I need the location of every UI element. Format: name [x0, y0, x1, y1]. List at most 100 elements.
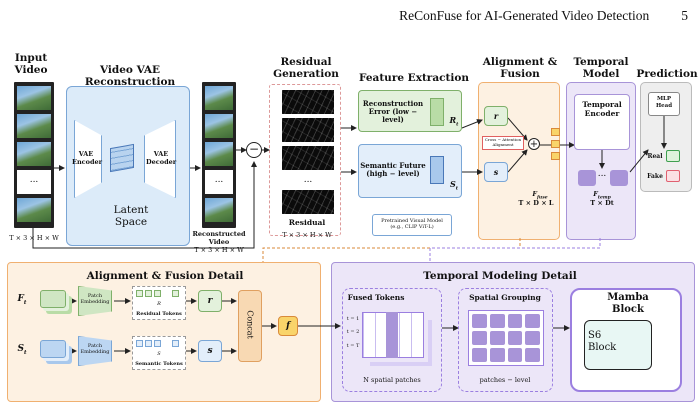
semantic-formula: S	[157, 351, 161, 357]
residual-token	[145, 290, 152, 297]
patch-cell	[472, 314, 487, 328]
residual-dims: T × 3 × H × W	[282, 231, 332, 239]
f-input-stack	[40, 290, 66, 308]
fusion-detail-title: Alignment & Fusion Detail	[86, 270, 244, 282]
pretrained-model-label: Pretrained Visual Model (e.g., CLIP ViT-…	[381, 218, 443, 230]
residual-token	[154, 290, 161, 297]
spatial-grouping-group	[458, 288, 553, 392]
s6-block	[584, 320, 652, 370]
recon-feature-block	[430, 98, 444, 126]
patch-cell	[507, 331, 523, 345]
patch-cell	[507, 314, 523, 328]
semantic-token	[172, 340, 179, 347]
semantic-token	[136, 340, 143, 347]
patch-cell	[525, 331, 540, 345]
video-frame	[17, 198, 51, 222]
temporal-feature-block	[610, 170, 628, 186]
fused-row-2: t = 2	[346, 329, 360, 335]
concat-box	[238, 290, 262, 362]
temporal-encoder-box	[574, 94, 630, 150]
semantic-tokens-label: Semantic Tokens	[135, 361, 183, 367]
video-frame	[205, 198, 233, 222]
video-frame	[205, 114, 233, 138]
filmstrip-ellipsis: ...	[205, 170, 233, 194]
spatial-group-grid	[468, 310, 544, 366]
mamba-block-label: Mamba Block	[607, 292, 649, 315]
video-frame	[205, 142, 233, 166]
fuse-token	[551, 128, 560, 136]
residual-frame	[282, 190, 334, 214]
mlp-head-box	[648, 92, 680, 116]
alignment-fusion-title: Alignment & Fusion	[482, 56, 558, 80]
add-node: +	[528, 138, 540, 150]
patch-cell	[489, 314, 505, 328]
semantic-feature-box	[358, 144, 462, 198]
patch-cell	[507, 348, 523, 362]
video-frame	[205, 86, 233, 110]
vae-title: Video VAE Reconstruction	[84, 64, 176, 88]
patch-embedding-bottom	[78, 336, 112, 366]
temporal-feature-block	[578, 170, 596, 186]
mlp-head-label: MLP Head	[655, 96, 673, 109]
residual-formula: R	[157, 301, 161, 307]
alignment-panel	[478, 82, 560, 240]
vae-decoder-label: VAE Decoder	[146, 150, 177, 166]
reconstruction-error-box	[358, 90, 462, 132]
semantic-feature-symbol: St	[449, 179, 459, 192]
video-frame	[17, 86, 51, 110]
s-token-box: s	[484, 162, 508, 182]
s6-block-label: S6 Block	[588, 330, 617, 353]
reconstruction-error-label: Reconstruction Error (low − level)	[362, 99, 424, 124]
residual-label: Residual	[288, 218, 326, 227]
residual-ellipsis: ...	[303, 175, 313, 185]
temporal-encoder-label: Temporal Encoder	[582, 100, 622, 118]
patch-cell	[525, 314, 540, 328]
cross-attention-box	[482, 136, 524, 150]
input-video-title: Input Video	[14, 52, 48, 76]
reconstructed-video-label: Reconstructed Video	[192, 230, 246, 246]
fused-tokens-group	[342, 288, 442, 392]
video-frame	[17, 142, 51, 166]
temporal-detail-title: Temporal Modeling Detail	[423, 270, 577, 282]
patch-embedding-top-label: Patch Embedding	[80, 293, 110, 305]
fused-tokens-label: Fused Tokens	[347, 293, 405, 302]
semantic-token	[145, 340, 152, 347]
temporal-ellipsis: ...	[597, 169, 607, 179]
patch-cell	[472, 348, 487, 362]
s-input-label: St	[17, 344, 27, 356]
r-token-box: r	[484, 106, 508, 126]
feature-extraction-title: Feature Extraction	[358, 72, 470, 84]
s-out-box: s	[198, 340, 222, 362]
s-input-stack	[40, 340, 66, 358]
input-video-dims: T × 3 × H × W	[9, 234, 59, 242]
r-out-box: r	[198, 290, 222, 312]
running-header: ReConFuse for AI-Generated Video Detecti…	[399, 8, 688, 24]
semantic-token	[154, 340, 161, 347]
vae-encoder-label: VAE Encoder	[72, 150, 103, 166]
fake-label: Fake	[647, 173, 663, 180]
recon-feature-symbol: Rt	[449, 115, 459, 128]
cross-attention-label: Cross − Attention Alignment	[484, 137, 522, 147]
fused-row-1: t = 1	[346, 316, 360, 322]
filmstrip-ellipsis: ...	[17, 170, 51, 194]
pretrained-model-box	[372, 214, 452, 236]
patch-embedding-bottom-label: Patch Embedding	[80, 343, 110, 355]
fusion-detail-panel	[7, 262, 321, 402]
fuse-token	[551, 152, 560, 160]
subtract-node: −	[246, 142, 262, 158]
running-title: ReConFuse for AI-Generated Video Detecti…	[399, 8, 650, 23]
latent-space-label: Latent Space	[113, 204, 149, 228]
fused-row-T: t = T	[346, 343, 360, 349]
semantic-feature-label: Semantic Future (high − level)	[360, 161, 426, 178]
residual-frame	[282, 90, 334, 114]
f-input-label: Ft	[17, 294, 27, 306]
ftemp-dims: T × Dt	[590, 199, 614, 207]
residual-token	[136, 290, 143, 297]
patch-cell	[489, 331, 505, 345]
f-out-box: f	[278, 316, 298, 336]
page-number: 5	[681, 8, 688, 23]
n-patches-label: N spatial patches	[363, 376, 421, 384]
ffuse-dims: T × D × L	[518, 199, 554, 207]
prediction-title: Prediction	[636, 68, 698, 80]
